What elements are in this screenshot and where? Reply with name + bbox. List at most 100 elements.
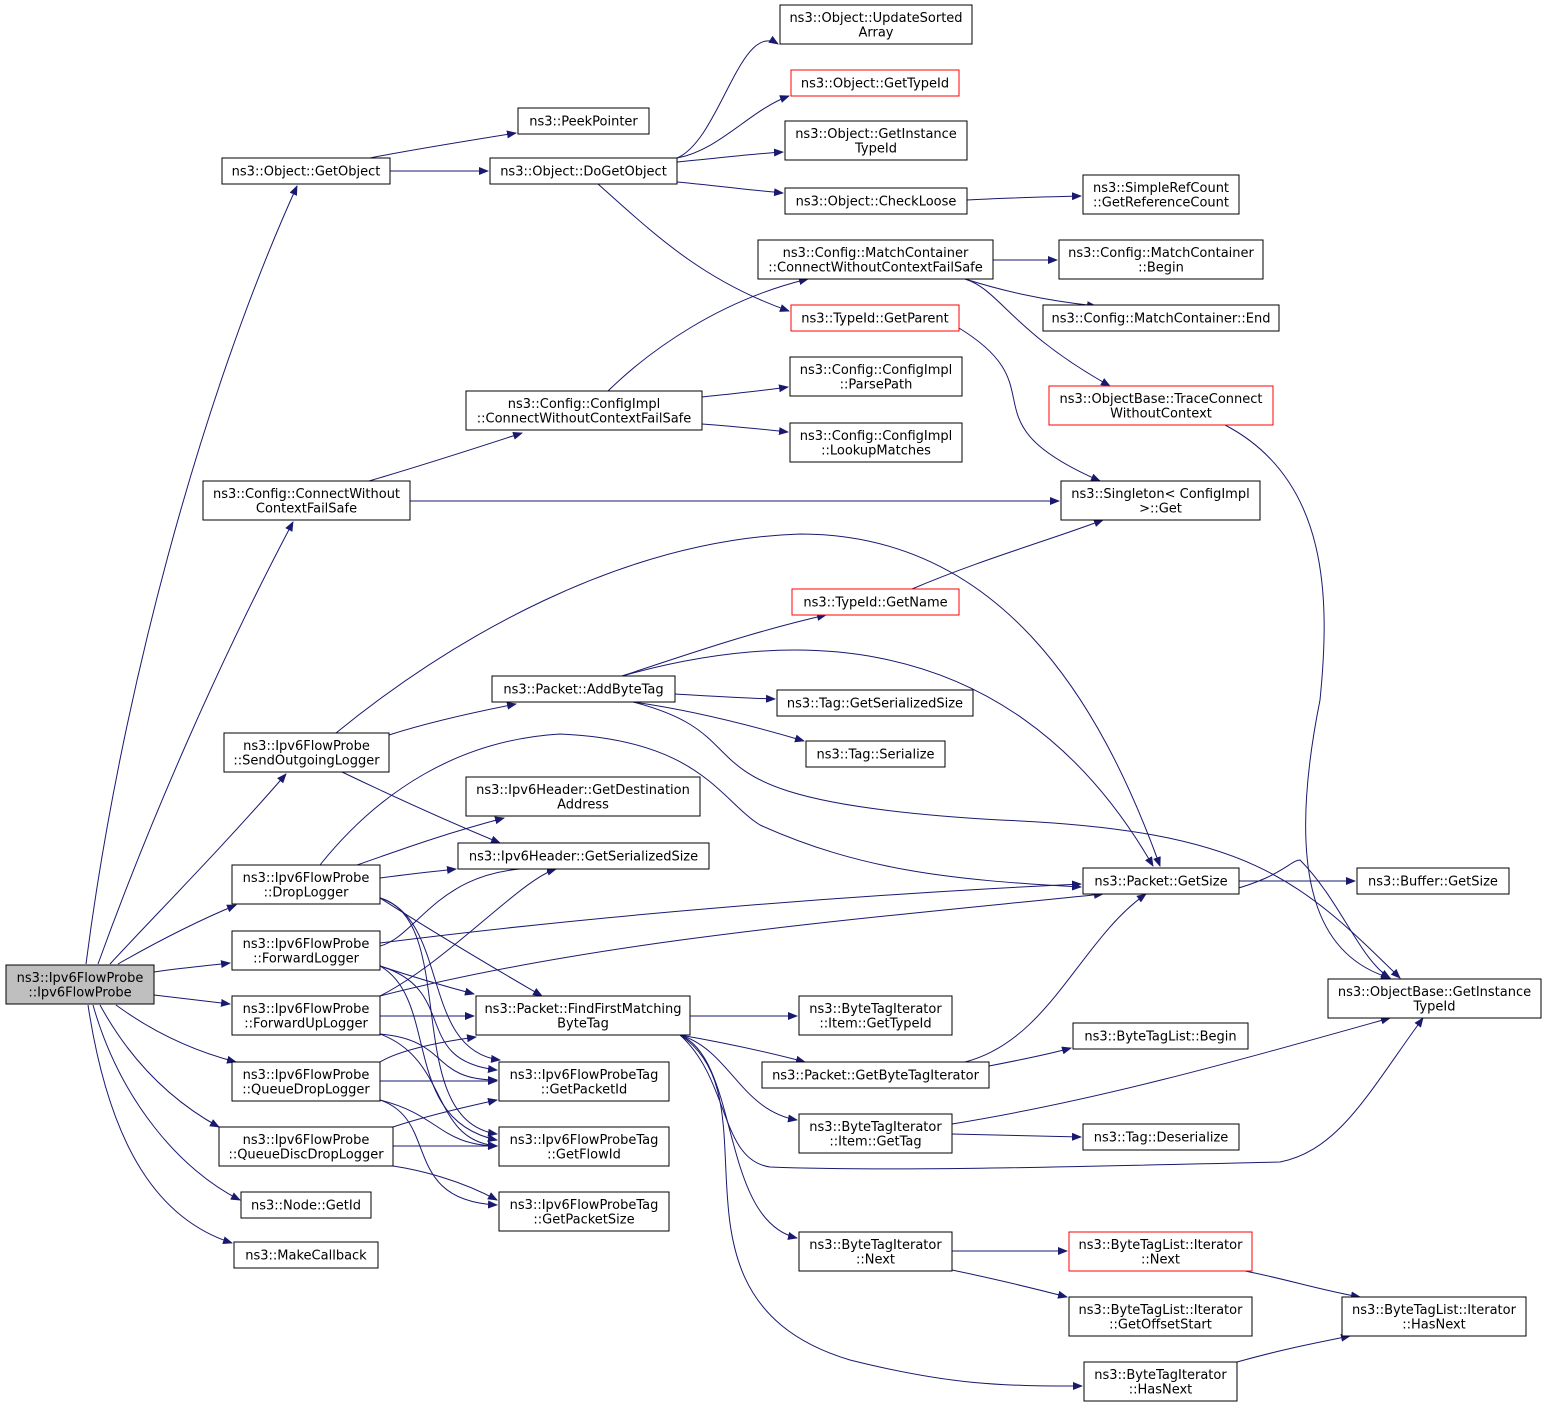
graph-node-item-get-tag[interactable]: ns3::ByteTagIterator::Item::GetTag <box>798 1113 953 1154</box>
graph-node-queue-drop[interactable]: ns3::Ipv6FlowProbe::QueueDropLogger <box>231 1061 381 1102</box>
call-edge <box>153 994 231 1007</box>
graph-node-ci-connect[interactable]: ns3::Config::ConfigImpl::ConnectWithoutC… <box>465 390 703 431</box>
node-label: ::Begin <box>1138 260 1184 275</box>
graph-node-hdr-ser-size[interactable]: ns3::Ipv6Header::GetSerializedSize <box>457 842 710 870</box>
call-edge <box>335 533 1161 867</box>
graph-node-obj-get-type-id[interactable]: ns3::Object::GetTypeId <box>790 69 960 97</box>
call-edge <box>964 278 1111 387</box>
node-box <box>798 1113 953 1154</box>
graph-node-check-loose[interactable]: ns3::Object::CheckLoose <box>784 187 968 215</box>
node-box <box>789 422 963 463</box>
graph-node-tag-serialize[interactable]: ns3::Tag::Serialize <box>805 740 946 768</box>
node-label: ns3::ByteTagList::Iterator <box>1079 1303 1244 1318</box>
graph-node-mc-begin[interactable]: ns3::Config::MatchContainer::Begin <box>1058 239 1264 280</box>
graph-node-type-name[interactable]: ns3::TypeId::GetName <box>791 588 960 616</box>
node-box <box>1082 174 1240 215</box>
node-label: ns3::Tag::Serialize <box>816 748 934 763</box>
node-box <box>1048 385 1274 426</box>
graph-node-btl-offset[interactable]: ns3::ByteTagList::Iterator::GetOffsetSta… <box>1068 1296 1253 1337</box>
graph-node-parse-path[interactable]: ns3::Config::ConfigImpl::ParsePath <box>789 356 963 397</box>
node-box <box>798 1231 953 1272</box>
graph-node-type-parent[interactable]: ns3::TypeId::GetParent <box>790 304 960 332</box>
node-label: ::ForwardUpLogger <box>244 1016 368 1031</box>
node-label: ns3::Tag::Deserialize <box>1094 1131 1229 1146</box>
call-edge <box>153 960 231 973</box>
call-edge <box>392 1165 498 1201</box>
graph-node-mc-end[interactable]: ns3::Config::MatchContainer::End <box>1042 304 1280 332</box>
node-box <box>5 964 155 1005</box>
graph-node-drop-logger[interactable]: ns3::Ipv6FlowProbe::DropLogger <box>231 864 381 905</box>
graph-node-simple-ref[interactable]: ns3::SimpleRefCount::GetReferenceCount <box>1082 174 1240 215</box>
graph-node-queue-disc[interactable]: ns3::Ipv6FlowProbe::QueueDiscDropLogger <box>218 1126 394 1167</box>
graph-node-add-byte-tag[interactable]: ns3::Packet::AddByteTag <box>491 675 676 703</box>
graph-node-root[interactable]: ns3::Ipv6FlowProbe::Ipv6FlowProbe <box>5 964 155 1005</box>
call-edge <box>621 649 1154 867</box>
node-label: ns3::Config::MatchContainer <box>783 246 969 261</box>
graph-node-item-type-id[interactable]: ns3::ByteTagIterator::Item::GetTypeId <box>798 995 953 1036</box>
node-label: ::ParsePath <box>840 377 913 392</box>
call-edge <box>676 95 790 159</box>
graph-node-bti-has-next[interactable]: ns3::ByteTagIterator::HasNext <box>1083 1361 1238 1402</box>
call-edge <box>1244 1270 1361 1300</box>
graph-node-peek-pointer[interactable]: ns3::PeekPointer <box>517 107 650 135</box>
node-box <box>221 157 391 185</box>
call-edge <box>379 866 457 879</box>
graph-node-forward-up[interactable]: ns3::Ipv6FlowProbe::ForwardUpLogger <box>231 995 381 1036</box>
graph-node-cfg-connect[interactable]: ns3::Config::ConnectWithoutContextFailSa… <box>202 480 411 521</box>
node-label: ns3::Buffer::GetSize <box>1368 875 1498 890</box>
node-box <box>1082 1123 1240 1151</box>
node-label: ns3::Ipv6FlowProbe <box>243 1002 370 1017</box>
graph-node-do-get-object[interactable]: ns3::Object::DoGetObject <box>489 157 678 185</box>
node-box <box>789 356 963 397</box>
graph-node-buf-get-size[interactable]: ns3::Buffer::GetSize <box>1356 867 1510 895</box>
call-edge <box>966 192 1082 201</box>
graph-node-bti-next[interactable]: ns3::ByteTagIterator::Next <box>798 1231 953 1272</box>
node-label: ns3::Ipv6Header::GetSerializedSize <box>469 850 698 865</box>
graph-node-pt-packet-id[interactable]: ns3::Ipv6FlowProbeTag::GetPacketId <box>498 1061 670 1102</box>
node-box <box>805 740 946 768</box>
graph-node-pt-packet-size[interactable]: ns3::Ipv6FlowProbeTag::GetPacketSize <box>498 1191 670 1232</box>
graph-node-send-out[interactable]: ns3::Ipv6FlowProbe::SendOutgoingLogger <box>223 732 390 773</box>
node-label: ns3::Config::ConfigImpl <box>800 429 953 444</box>
graph-node-node-get-id[interactable]: ns3::Node::GetId <box>240 1191 372 1219</box>
graph-node-btl-begin[interactable]: ns3::ByteTagList::Begin <box>1072 1022 1249 1050</box>
node-box <box>231 1061 381 1102</box>
node-label: ns3::Ipv6FlowProbe <box>243 1133 370 1148</box>
call-edge <box>911 519 1104 590</box>
graph-node-make-cb[interactable]: ns3::MakeCallback <box>233 1241 379 1269</box>
graph-node-get-b-t-i[interactable]: ns3::Packet::GetByteTagIterator <box>761 1061 990 1089</box>
node-box <box>498 1126 670 1167</box>
node-box <box>1327 978 1542 1019</box>
call-edge <box>1236 1333 1351 1363</box>
node-box <box>779 4 973 45</box>
graph-node-trace-connect[interactable]: ns3::ObjectBase::TraceConnectWithoutCont… <box>1048 385 1274 426</box>
node-box <box>202 480 411 521</box>
node-box <box>1082 867 1240 895</box>
graph-node-forward-logger[interactable]: ns3::Ipv6FlowProbe::ForwardLogger <box>231 930 381 971</box>
node-box <box>517 107 650 135</box>
graph-node-btl-it-next[interactable]: ns3::ByteTagList::Iterator::Next <box>1068 1231 1253 1272</box>
graph-node-tag-ser-size[interactable]: ns3::Tag::GetSerializedSize <box>776 689 974 717</box>
call-edge <box>676 181 784 197</box>
graph-node-tag-deser[interactable]: ns3::Tag::Deserialize <box>1082 1123 1240 1151</box>
graph-node-pkt-get-size[interactable]: ns3::Packet::GetSize <box>1082 867 1240 895</box>
node-label: ns3::MakeCallback <box>245 1249 367 1264</box>
graph-node-pt-flow-id[interactable]: ns3::Ipv6FlowProbeTag::GetFlowId <box>498 1126 670 1167</box>
node-label: ns3::ByteTagList::Iterator <box>1352 1303 1517 1318</box>
graph-node-singleton[interactable]: ns3::Singleton< ConfigImpl>::Get <box>1060 480 1261 521</box>
node-label: WithoutContext <box>1110 406 1212 421</box>
node-box <box>489 157 678 185</box>
node-label: ns3::ByteTagIterator <box>1094 1368 1227 1383</box>
graph-node-get-object[interactable]: ns3::Object::GetObject <box>221 157 391 185</box>
node-label: TypeId <box>1413 999 1456 1014</box>
graph-node-lookup[interactable]: ns3::Config::ConfigImpl::LookupMatches <box>789 422 963 463</box>
graph-node-mc-connect[interactable]: ns3::Config::MatchContainer::ConnectWith… <box>757 239 994 280</box>
call-edge <box>607 277 809 392</box>
graph-node-btl-has-next[interactable]: ns3::ByteTagList::Iterator::HasNext <box>1341 1296 1527 1337</box>
node-box <box>231 864 381 905</box>
